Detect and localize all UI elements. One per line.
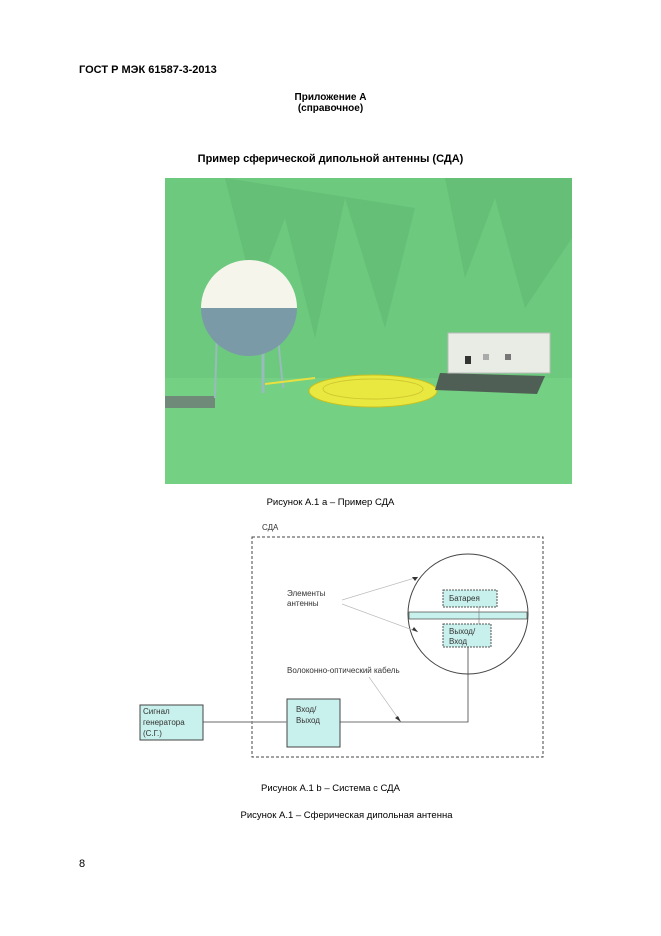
system-diagram: СДА Батарея Выход/ Вход Элементы антенны…: [139, 523, 544, 758]
fiber-cable-label: Волоконно-оптический кабель: [287, 666, 400, 675]
input-output-label-1: Вход/: [296, 705, 317, 714]
signal-generator-label-3: (С.Г.): [143, 729, 162, 738]
signal-generator-box: [139, 704, 204, 741]
antenna-io-label-1: Выход/: [449, 627, 476, 636]
system-boundary: [251, 536, 544, 758]
antenna-elements-label-2: антенны: [287, 599, 319, 608]
diagram-caption: Рисунок А.1 b – Система с СДА: [261, 783, 400, 794]
photo-caption: Рисунок А.1 а – Пример СДА: [266, 497, 395, 508]
appendix-heading: Приложение А (справочное): [0, 92, 661, 114]
pointer-line: [341, 576, 419, 601]
fiber-cable-line: [340, 647, 469, 723]
appendix-title: Приложение А: [294, 92, 367, 103]
battery-label: Батарея: [449, 594, 480, 603]
input-output-box: [286, 698, 341, 748]
system-label: СДА: [262, 523, 279, 532]
figure-caption: Рисунок А.1 – Сферическая дипольная анте…: [240, 810, 453, 821]
battery-box: [442, 589, 498, 608]
antenna-io-label-2: Вход: [449, 637, 467, 646]
document-header: ГОСТ Р МЭК 61587-3-2013: [79, 64, 217, 76]
antenna-elements-label-1: Элементы: [287, 589, 326, 598]
appendix-subtitle: (справочное): [297, 103, 364, 114]
antenna-io-box: [442, 623, 492, 648]
pointer-line: [341, 603, 419, 633]
antenna-photo: [165, 178, 572, 484]
antenna-equator: [408, 611, 528, 620]
page-number: 8: [79, 858, 86, 870]
signal-generator-label-1: Сигнал: [143, 707, 170, 716]
figure-title: Пример сферической дипольной антенны (СД…: [197, 153, 464, 165]
input-output-label-2: Выход: [296, 716, 320, 725]
signal-generator-label-2: генератора: [143, 718, 185, 727]
